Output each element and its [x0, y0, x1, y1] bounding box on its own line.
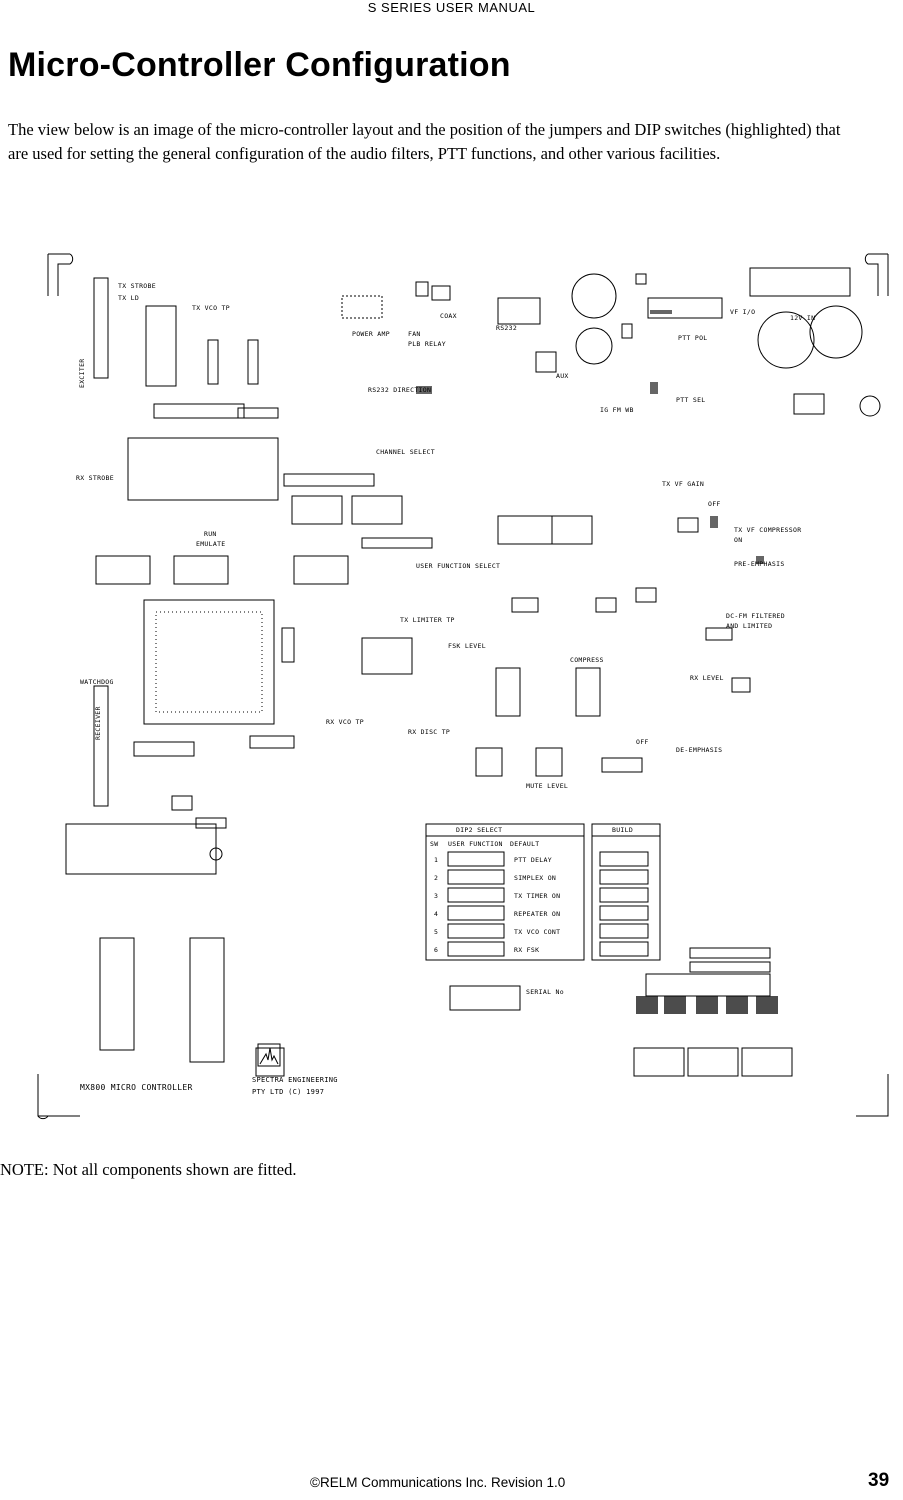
- label-run: RUN: [204, 530, 217, 538]
- dip2-row-function: REPEATER ON: [514, 910, 560, 918]
- label-watchdog: WATCHDOG: [80, 678, 114, 686]
- label-12v-in: 12V IN: [790, 314, 815, 322]
- intro-paragraph: The view below is an image of the micro-…: [8, 120, 841, 163]
- page-number: 39: [868, 1470, 890, 1491]
- footer-copyright: ©RELM Communications Inc. Revision 1.0: [310, 1475, 566, 1490]
- label-tx-strobe: TX STROBE: [118, 282, 156, 290]
- label-dc-fm-filtered: DC-FM FILTERED: [726, 612, 785, 620]
- board-diagram: TX STROBE TX LD TX VCO TP EXCITER POWER …: [37, 253, 889, 1120]
- label-off-2: OFF: [636, 738, 649, 746]
- label-ptt-pol: PTT POL: [678, 334, 708, 342]
- label-rs232-direction: RS232 DIRECTION: [368, 386, 431, 394]
- label-de-emphasis: DE-EMPHASIS: [676, 746, 722, 754]
- label-fsk-level: FSK LEVEL: [448, 642, 486, 650]
- build-box: [591, 823, 661, 961]
- label-exciter: EXCITER: [78, 359, 86, 389]
- dip2-row-function: SIMPLEX ON: [514, 874, 556, 882]
- dip2-row-sw: 1: [434, 856, 438, 864]
- page-title: Micro-Controller Configuration: [8, 46, 511, 84]
- label-vf-io: VF I/O: [730, 308, 755, 316]
- dip2-row-function: RX FSK: [514, 946, 539, 954]
- label-tx-vf-gain: TX VF GAIN: [662, 480, 704, 488]
- note-text: NOTE: Not all components shown are fitte…: [0, 1160, 297, 1179]
- label-user-function-select: USER FUNCTION SELECT: [416, 562, 500, 570]
- dip2-row-function: TX TIMER ON: [514, 892, 560, 900]
- label-coax: COAX: [440, 312, 457, 320]
- label-on-1: ON: [734, 536, 742, 544]
- label-receiver: RECEIVER: [94, 706, 102, 740]
- label-fan: FAN: [408, 330, 421, 338]
- label-rs232-connector: RS232: [496, 324, 517, 332]
- dip2-header-default: DEFAULT: [510, 840, 540, 848]
- label-ig-fm-wb: IG FM WB: [600, 406, 634, 414]
- label-tx-limiter-tp: TX LIMITER TP: [400, 616, 455, 624]
- label-rx-strobe: RX STROBE: [76, 474, 114, 482]
- dip2-row-function: TX VCO CONT: [514, 928, 560, 936]
- dip2-row-sw: 3: [434, 892, 438, 900]
- dip2-header-function: USER FUNCTION: [448, 840, 503, 848]
- dip2-row-sw: 5: [434, 928, 438, 936]
- label-tx-ld: TX LD: [118, 294, 139, 302]
- maker-line-1: SPECTRA ENGINEERING: [252, 1076, 338, 1084]
- label-and-limited: AND LIMITED: [726, 622, 772, 630]
- label-serial-no: SERIAL No: [526, 988, 564, 996]
- label-rx-vco-tp: RX VCO TP: [326, 718, 364, 726]
- label-build: BUILD: [612, 826, 633, 834]
- label-ptt-sel: PTT SEL: [676, 396, 706, 404]
- dip2-header-sw: SW: [430, 840, 438, 848]
- dip2-select-title: DIP2 SELECT: [456, 826, 502, 834]
- dip2-row-sw: 2: [434, 874, 438, 882]
- label-off-1: OFF: [708, 500, 721, 508]
- maker-line-2: PTY LTD (C) 1997: [252, 1088, 324, 1096]
- label-channel-select: CHANNEL SELECT: [376, 448, 435, 456]
- label-tx-vco-tp: TX VCO TP: [192, 304, 230, 312]
- corner-bracket-tl: [47, 253, 74, 296]
- label-compress: COMPRESS: [570, 656, 604, 664]
- dip2-row-sw: 4: [434, 910, 438, 918]
- dip2-row-sw: 6: [434, 946, 438, 954]
- label-plb-relay: PLB RELAY: [408, 340, 446, 348]
- label-power-amp: POWER AMP: [352, 330, 390, 338]
- label-pre-emphasis: PRE-EMPHASIS: [734, 560, 785, 568]
- label-aux: AUX: [556, 372, 569, 380]
- label-mute-level: MUTE LEVEL: [526, 782, 568, 790]
- running-header: S SERIES USER MANUAL: [367, 0, 536, 15]
- label-rx-disc-tp: RX DISC TP: [408, 728, 450, 736]
- dip2-row-function: PTT DELAY: [514, 856, 552, 864]
- dip2-select-box: [425, 823, 585, 961]
- label-rx-level: RX LEVEL: [690, 674, 724, 682]
- board-legend: MX800 MICRO CONTROLLER: [80, 1083, 193, 1092]
- circuit-board-layout: TX STROBE TX LD TX VCO TP EXCITER POWER …: [36, 248, 902, 1128]
- label-emulate: EMULATE: [196, 540, 226, 548]
- label-tx-vf-compressor: TX VF COMPRESSOR: [734, 526, 801, 534]
